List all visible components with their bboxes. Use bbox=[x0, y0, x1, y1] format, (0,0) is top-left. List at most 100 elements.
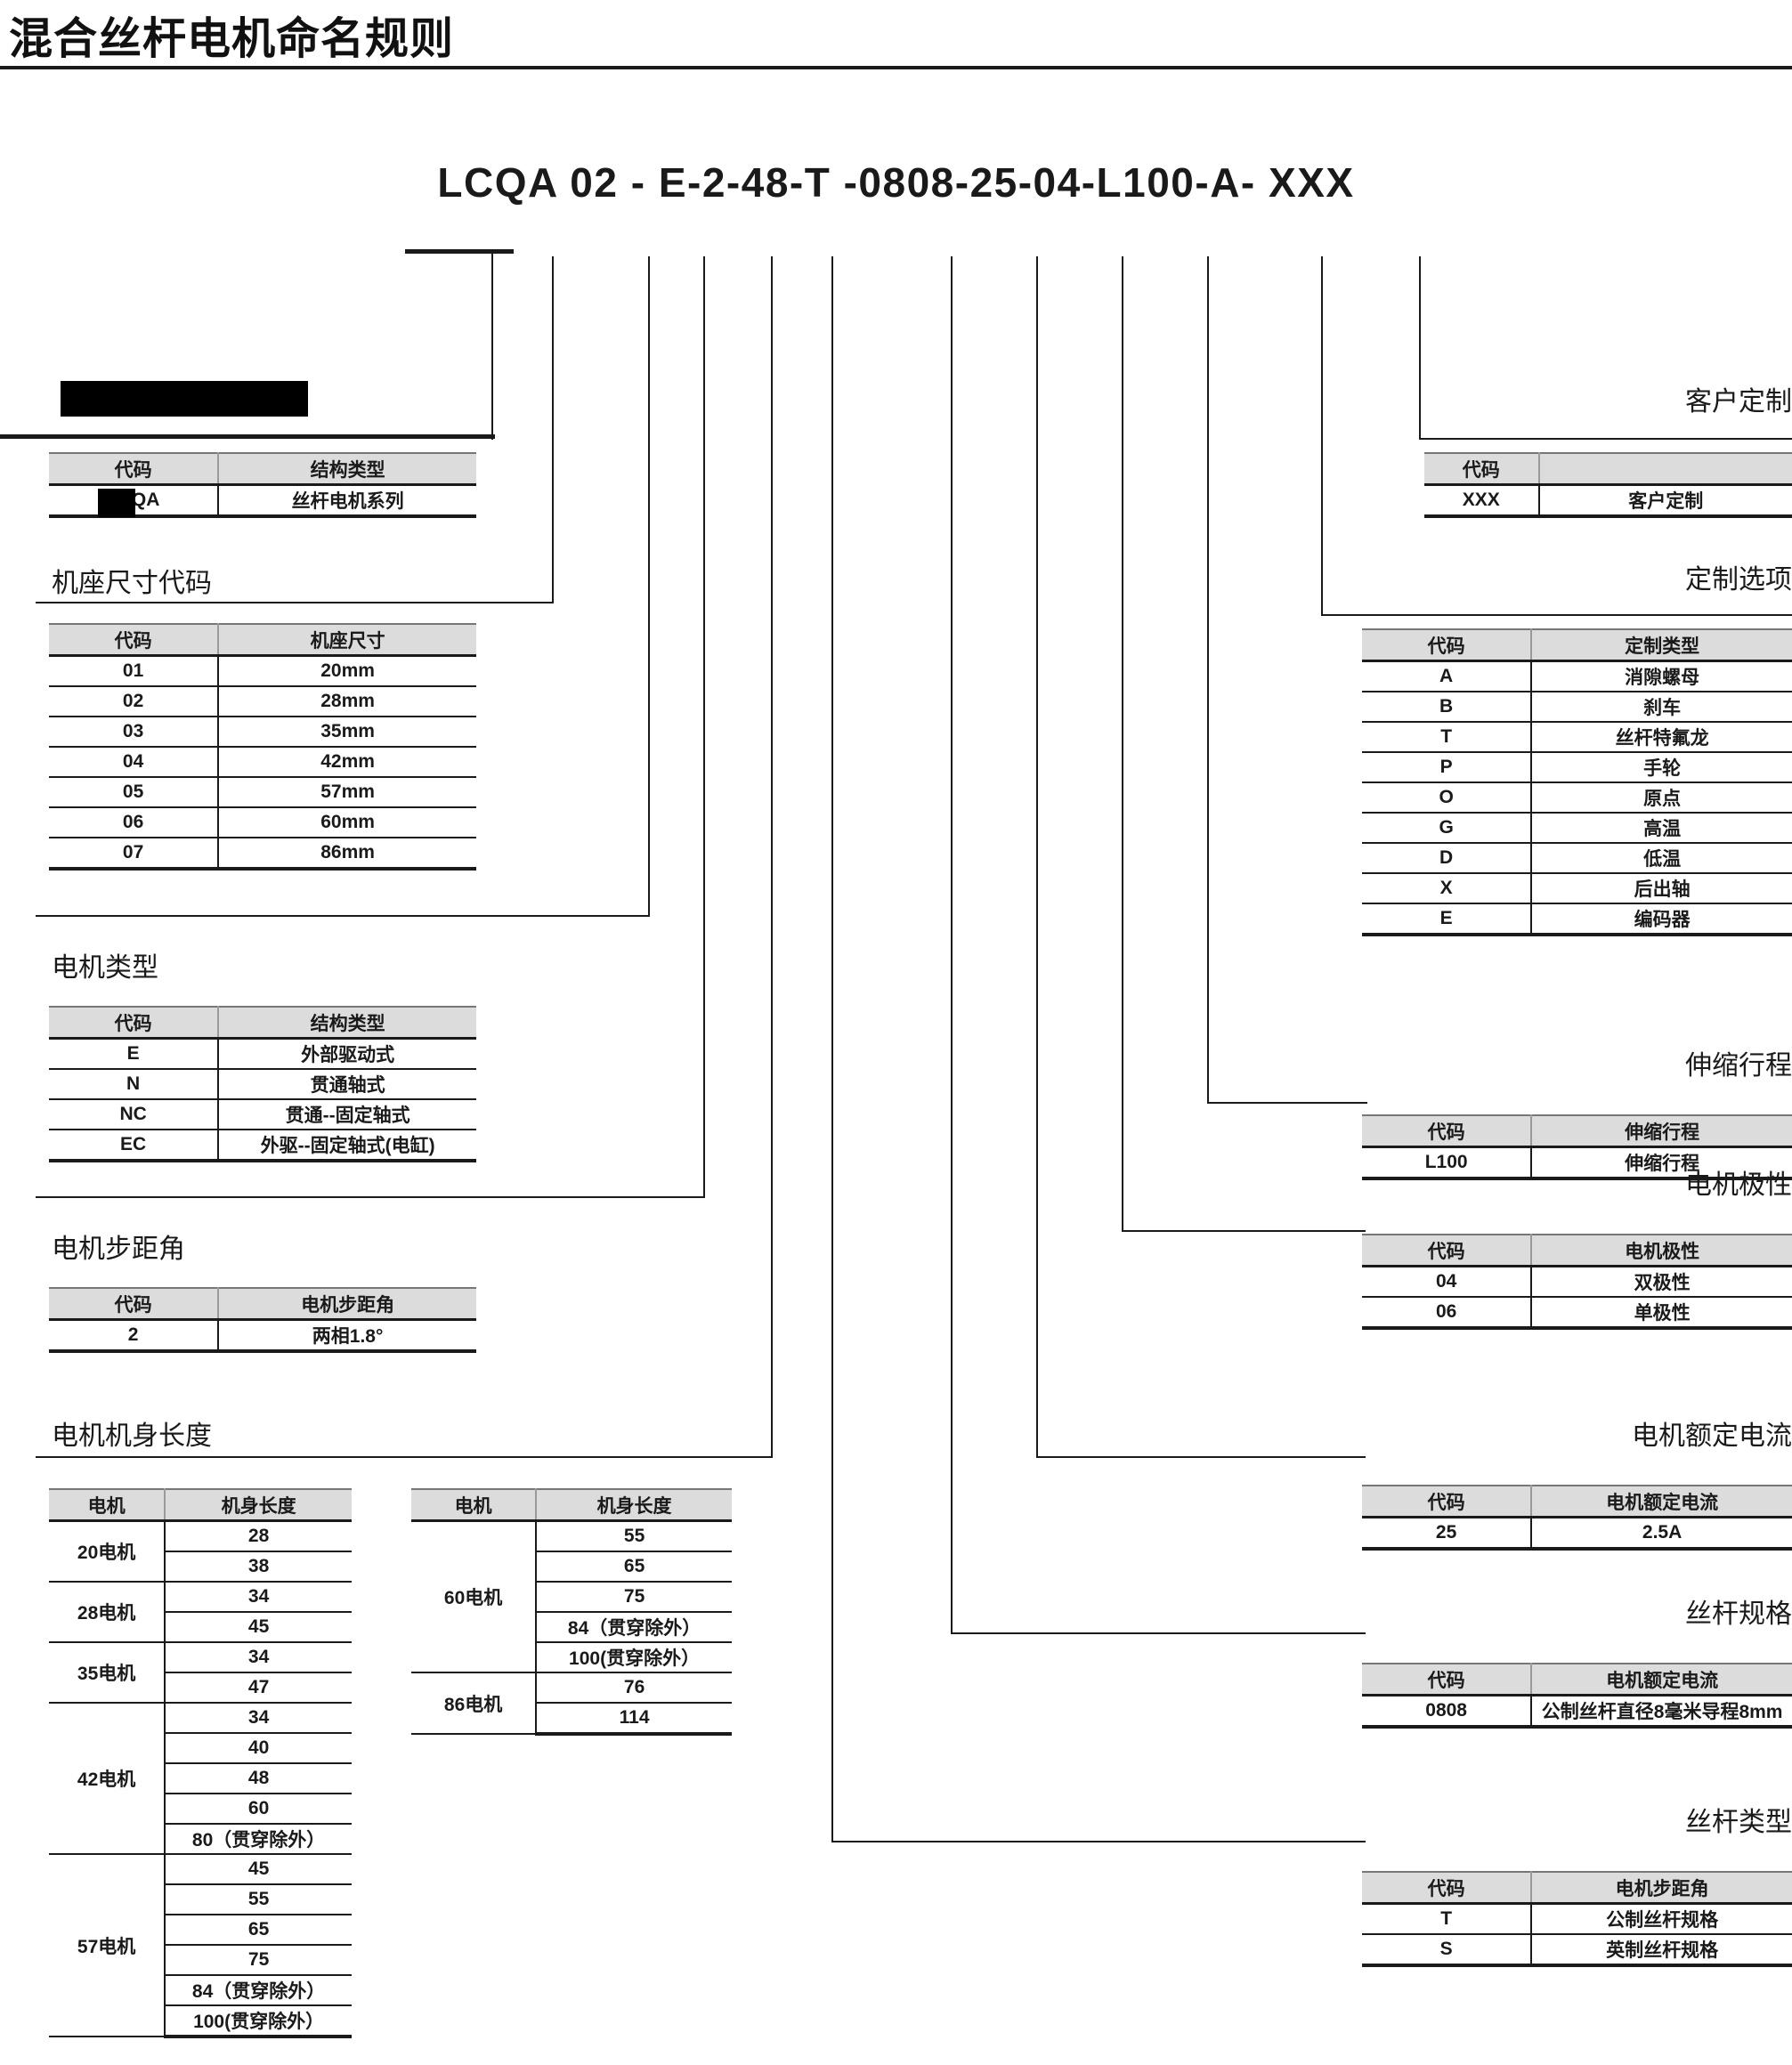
current-desc: 2.5A bbox=[1531, 1517, 1792, 1551]
leader-motortype-h bbox=[36, 915, 650, 917]
leader-customer-v bbox=[1419, 256, 1421, 440]
option-code: B bbox=[1362, 692, 1533, 723]
frame-size: 86mm bbox=[218, 838, 476, 871]
option-desc: 原点 bbox=[1531, 782, 1792, 814]
screw-spec-heading: 丝杆规格 bbox=[1685, 1599, 1792, 1629]
bodylen-value: 34 bbox=[165, 1642, 352, 1673]
leader-frame-h bbox=[36, 602, 554, 603]
bodylen-value: 75 bbox=[536, 1582, 732, 1613]
table-row: 45 bbox=[49, 1612, 352, 1643]
customer-header-code: 代码 bbox=[1424, 452, 1540, 486]
leader-current-v bbox=[1036, 256, 1038, 1458]
stroke-header-value: 伸缩行程 bbox=[1531, 1114, 1792, 1148]
leader-options-h bbox=[1321, 614, 1792, 616]
bodylen-value: 34 bbox=[165, 1582, 352, 1613]
frame-size: 28mm bbox=[218, 686, 476, 717]
leader-polarity-h bbox=[1122, 1230, 1366, 1232]
leader-motortype-v bbox=[648, 256, 650, 917]
frame-size: 35mm bbox=[218, 717, 476, 748]
screwspec-header-value: 电机额定电流 bbox=[1531, 1663, 1792, 1697]
table-row: 75 bbox=[49, 1945, 352, 1976]
table-row: 55 bbox=[49, 1884, 352, 1915]
bodylen-value: 65 bbox=[536, 1551, 732, 1583]
motortype-header-type: 结构类型 bbox=[218, 1006, 476, 1040]
bodylen-value: 55 bbox=[536, 1520, 732, 1552]
screwtype-desc: 英制丝杆规格 bbox=[1531, 1934, 1792, 1967]
bodylen-value: 45 bbox=[165, 1612, 352, 1643]
polarity-code: 06 bbox=[1362, 1297, 1533, 1330]
frame-code: 01 bbox=[49, 655, 220, 687]
bodylen-value: 84（贯穿除外） bbox=[165, 1975, 352, 2006]
screwtype-header-code: 代码 bbox=[1362, 1871, 1533, 1905]
option-desc: 编码器 bbox=[1531, 903, 1792, 936]
step-angle-heading: 电机步距角 bbox=[52, 1235, 185, 1264]
motortype-code: NC bbox=[49, 1099, 220, 1130]
motor-type-heading: 电机类型 bbox=[52, 953, 158, 983]
bodylen-header-length: 机身长度 bbox=[165, 1488, 352, 1522]
frame-header-size: 机座尺寸 bbox=[218, 623, 476, 657]
table-row: 40 bbox=[49, 1733, 352, 1764]
customer-custom-heading: 客户定制 bbox=[1685, 387, 1792, 417]
frame-code: 03 bbox=[49, 717, 220, 748]
series-header-type: 结构类型 bbox=[218, 452, 476, 486]
bodylen-value: 80（贯穿除外） bbox=[165, 1824, 352, 1855]
bodylen-value: 76 bbox=[536, 1672, 732, 1704]
leader-screwtype-v bbox=[831, 256, 833, 1842]
option-desc: 后出轴 bbox=[1531, 873, 1792, 904]
option-code: X bbox=[1362, 873, 1533, 904]
option-desc: 刹车 bbox=[1531, 692, 1792, 723]
part-number: LCQA 02 - E-2-48-T -0808-25-04-L100-A- X… bbox=[437, 159, 1355, 206]
step-header-angle: 电机步距角 bbox=[218, 1287, 476, 1321]
leader-series-h bbox=[0, 434, 495, 439]
bodylen-value: 28 bbox=[165, 1520, 352, 1552]
current-header-value: 电机额定电流 bbox=[1531, 1485, 1792, 1518]
stroke-desc: 伸缩行程 bbox=[1531, 1146, 1792, 1180]
options-header-type: 定制类型 bbox=[1531, 628, 1792, 662]
polarity-desc: 双极性 bbox=[1531, 1266, 1792, 1298]
bodylen-value: 75 bbox=[165, 1945, 352, 1976]
polarity-desc: 单极性 bbox=[1531, 1297, 1792, 1330]
bodylen-value: 84（贯穿除外） bbox=[536, 1612, 732, 1643]
leader-frame-v bbox=[552, 256, 554, 603]
bodylen-value: 47 bbox=[165, 1672, 352, 1704]
option-desc: 低温 bbox=[1531, 843, 1792, 874]
table-row: 100(贯穿除外） bbox=[49, 2005, 352, 2038]
bodylen-value: 65 bbox=[165, 1915, 352, 1946]
page-title: 混合丝杆电机命名规则 bbox=[9, 15, 455, 63]
motortype-desc: 贯通--固定轴式 bbox=[218, 1099, 476, 1130]
body-length-heading: 电机机身长度 bbox=[52, 1421, 212, 1451]
bodylen2-header-motor: 电机 bbox=[411, 1488, 538, 1522]
table-row: 75 bbox=[411, 1582, 732, 1613]
current-code: 25 bbox=[1362, 1517, 1533, 1551]
option-code: P bbox=[1362, 752, 1533, 783]
motortype-desc: 外驱--固定轴式(电缸) bbox=[218, 1130, 476, 1162]
series-header-code: 代码 bbox=[49, 452, 220, 486]
customer-header-blank bbox=[1538, 452, 1792, 486]
redaction-bar-code bbox=[98, 489, 135, 517]
motortype-desc: 贯通轴式 bbox=[218, 1069, 476, 1100]
motortype-code: N bbox=[49, 1069, 220, 1100]
frame-size: 20mm bbox=[218, 655, 476, 687]
